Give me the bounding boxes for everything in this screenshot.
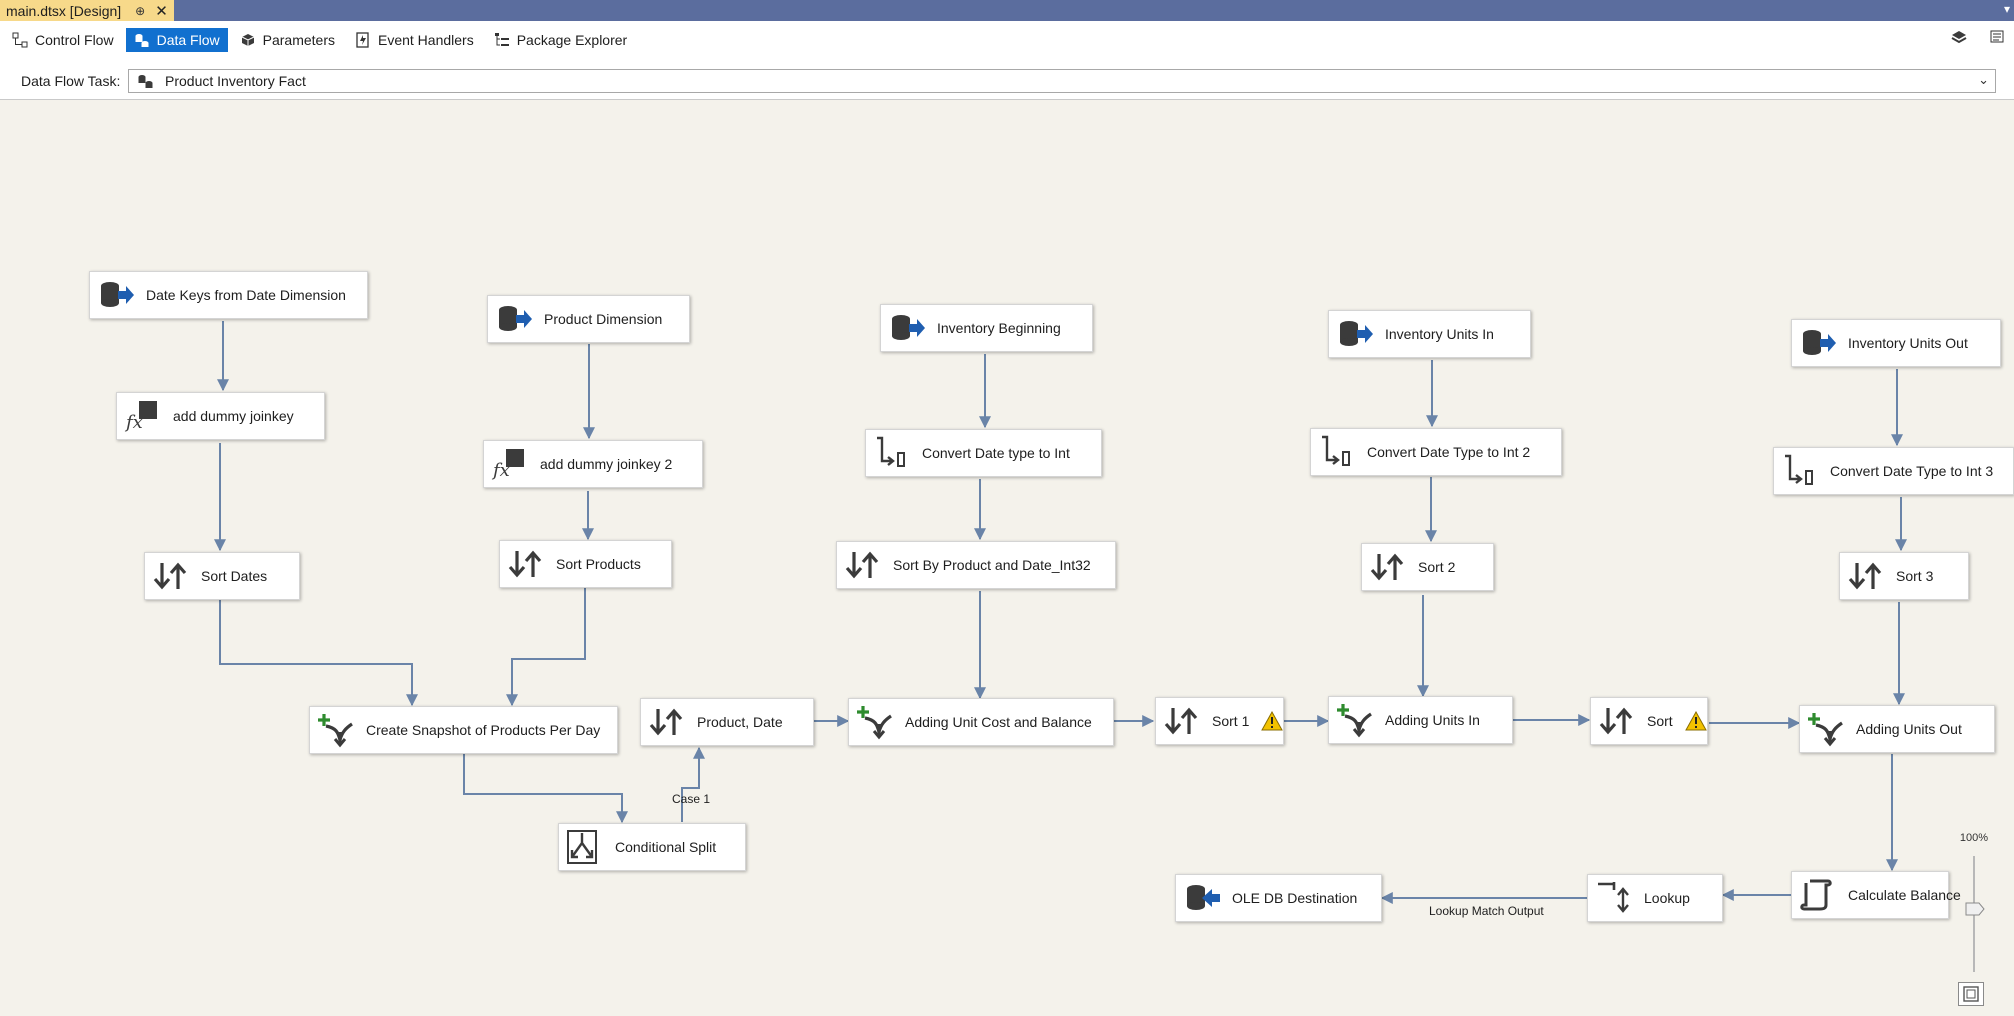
designer-tabs: Control Flow Data Flow Parameters Event … [0,21,2014,59]
merge-join-icon [857,706,892,740]
tab-data-flow[interactable]: Data Flow [125,28,228,52]
sort-icon [845,551,879,579]
data-conversion-icon [877,436,905,467]
source-date-keys[interactable]: Date Keys from Date Dimension [89,271,368,319]
data-conversion-icon [1785,454,1813,485]
path-sortproducts-to-snapshot [506,588,586,707]
ole-db-destination-icon [1187,885,1220,910]
close-icon[interactable]: ✕ [155,2,168,20]
warning-icon[interactable] [1261,711,1284,731]
data-conversion-date-to-int-3[interactable]: Convert Date Type to Int 3 [1773,447,2014,495]
data-flow-icon [135,34,149,47]
conditional-split-icon [567,830,597,864]
merge-join-icon [1808,713,1843,747]
data-flow-task-dropdown[interactable]: Product Inventory Fact ⌄ [128,69,1996,93]
sort-1[interactable]: Sort 1 [1155,697,1284,745]
zoom-to-fit-button[interactable] [1958,982,1984,1006]
sort-icon [1164,707,1198,735]
data-flow-task-icon [138,75,153,88]
chevron-down-icon[interactable]: ⌄ [1978,72,1989,87]
sort-product-date[interactable]: Product, Date [640,698,814,746]
source-inventory-units-out[interactable]: Inventory Units Out [1791,319,2001,367]
event-handlers-icon [356,32,369,48]
sort[interactable]: Sort [1590,697,1708,745]
tab-label: Package Explorer [516,32,628,48]
path-split-to-productdate [681,746,705,822]
sort-icon [649,708,683,736]
sort-icon [1370,553,1404,581]
control-flow-icon [12,32,28,48]
zoom-level: 100% [1959,832,1989,844]
sort-icon [508,550,542,578]
data-flow-task-bar: Data Flow Task: Product Inventory Fact ⌄ [0,59,2014,100]
data-conversion-date-to-int[interactable]: Convert Date type to Int [865,429,1102,477]
tab-label: Event Handlers [377,32,474,48]
data-conversion-date-to-int-2[interactable]: Convert Date Type to Int 2 [1310,428,1562,476]
ole-db-source-icon [1803,330,1836,355]
tab-label: Data Flow [156,32,220,48]
sort-by-product-and-date[interactable]: Sort By Product and Date_Int32 [836,541,1116,589]
data-flow-canvas[interactable]: Date Keys from Date Dimension fx add dum… [2,100,2014,1016]
sort-3[interactable]: Sort 3 [1839,552,1969,600]
ole-db-source-icon [892,315,925,340]
path-label-lookup-match-output[interactable]: Lookup Match Output [1429,904,1544,918]
source-product-dimension[interactable]: Product Dimension [487,295,690,343]
derived-column-icon: fx [491,449,524,481]
merge-join-icon [1337,704,1372,738]
svg-text:fx: fx [491,460,510,481]
derived-column-dummy-joinkey-2[interactable]: fx add dummy joinkey 2 [483,440,703,488]
document-tab-title: main.dtsx [Design] [6,2,122,19]
sort-2[interactable]: Sort 2 [1361,543,1494,591]
data-flow-task-label: Data Flow Task: [21,73,121,89]
parameters-icon [241,34,254,46]
ole-db-source-icon [101,282,134,307]
conditional-split[interactable]: Conditional Split [558,823,746,871]
connector-layer [214,321,1907,904]
path-sortdates-to-snapshot [219,598,418,707]
package-explorer-icon [494,33,509,46]
merge-join-adding-units-in[interactable]: Adding Units In [1328,696,1513,744]
sort-icon [1599,707,1633,735]
script-calculate-balance[interactable]: Calculate Balance [1791,871,1961,919]
ssis-toolbox-icon[interactable] [1990,29,2008,45]
tab-label: Parameters [262,32,335,48]
merge-join-create-snapshot[interactable]: Create Snapshot of Products Per Day [309,706,618,754]
variables-icon[interactable] [1950,29,1968,45]
merge-join-adding-unit-cost[interactable]: Adding Unit Cost and Balance [848,698,1114,746]
data-flow-task-value: Product Inventory Fact [165,73,306,89]
sort-dates[interactable]: Sort Dates [144,552,300,600]
ole-db-source-icon [1340,321,1373,346]
merge-join-icon [318,714,353,748]
sort-products[interactable]: Sort Products [499,540,672,588]
lookup-icon [1598,882,1629,913]
ole-db-destination[interactable]: OLE DB Destination [1175,874,1382,922]
zoom-control: 100% [1956,832,1992,972]
sort-icon [1848,562,1882,590]
pin-icon[interactable]: ⊕ [135,3,146,18]
tab-label: Control Flow [35,32,114,48]
document-tab-bar: main.dtsx [Design] ⊕ ✕ ▾ [0,0,2014,21]
script-component-icon [1800,879,1832,911]
source-inventory-units-in[interactable]: Inventory Units In [1328,310,1531,358]
warning-icon[interactable] [1684,711,1707,731]
tab-overflow-icon[interactable]: ▾ [2003,2,2010,16]
sort-icon [153,562,187,590]
data-conversion-icon [1322,435,1350,466]
svg-text:fx: fx [124,412,143,433]
merge-join-adding-units-out[interactable]: Adding Units Out [1799,705,1995,753]
path-label-case-1[interactable]: Case 1 [672,792,711,806]
tab-package-explorer[interactable]: Package Explorer [486,28,636,52]
derived-column-dummy-joinkey[interactable]: fx add dummy joinkey [116,392,325,440]
ole-db-source-icon [499,306,532,331]
document-tab[interactable]: main.dtsx [Design] ⊕ ✕ [0,0,174,21]
tab-control-flow[interactable]: Control Flow [4,28,122,52]
path-snapshot-to-split [463,754,628,824]
fit-to-window-icon [1963,986,1979,1002]
source-inventory-beginning[interactable]: Inventory Beginning [880,304,1093,352]
zoom-slider-thumb[interactable] [1965,902,1985,916]
tab-event-handlers[interactable]: Event Handlers [347,28,482,52]
derived-column-icon: fx [124,401,157,433]
tab-parameters[interactable]: Parameters [232,28,343,52]
lookup[interactable]: Lookup [1587,874,1723,922]
